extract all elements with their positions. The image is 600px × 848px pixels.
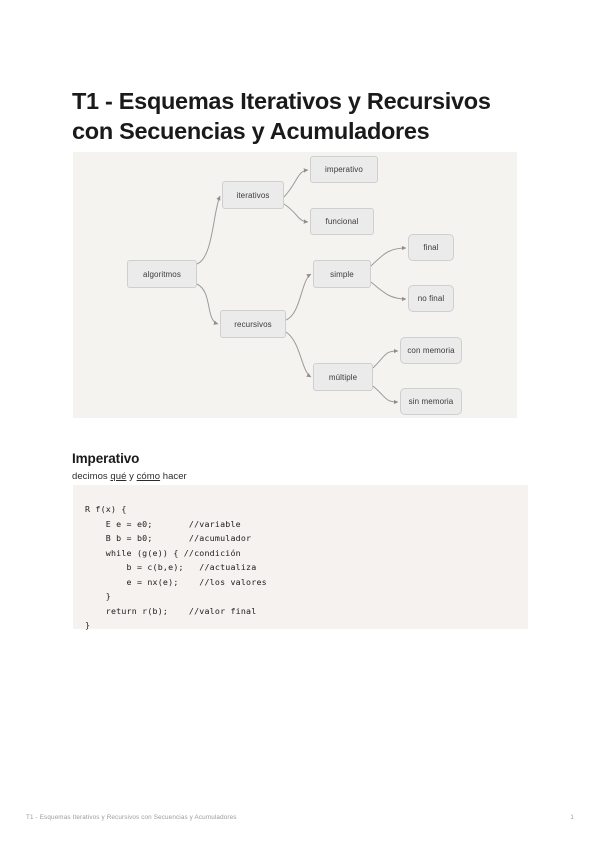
diagram-node-label: imperativo [325, 165, 363, 174]
diagram-node-label: final [423, 243, 439, 252]
paragraph-prefix: decimos [72, 470, 111, 482]
paragraph-mid: y [126, 470, 137, 482]
diagram-node-label: no final [417, 294, 445, 303]
page-footer: T1 - Esquemas Iterativos y Recursivos co… [26, 810, 574, 824]
diagram-node-label: funcional [325, 217, 359, 226]
diagram-node-simple: simple [313, 260, 371, 288]
diagram-node-no-final: no final [408, 285, 454, 312]
algorithm-taxonomy-diagram: algoritmos iterativos recursivos imperat… [73, 152, 517, 418]
diagram-node-label: simple [330, 269, 354, 279]
code-block-imperativo: R f(x) { E e = e0; //variable B b = b0; … [73, 485, 528, 630]
diagram-node-recursivos: recursivos [220, 310, 286, 338]
diagram-node-imperativo: imperativo [310, 156, 378, 183]
section-heading-imperativo: Imperativo [72, 451, 140, 467]
footer-title: T1 - Esquemas Iterativos y Recursivos co… [26, 813, 237, 821]
diagram-node-label: recursivos [234, 319, 272, 329]
diagram-node-iterativos: iterativos [222, 181, 284, 209]
diagram-node-label: múltiple [328, 372, 358, 382]
diagram-node-sin-memoria: sin memoria [400, 388, 462, 415]
diagram-node-label: iterativos [236, 190, 270, 200]
diagram-node-con-memoria: con memoria [400, 337, 462, 364]
diagram-node-algoritmos: algoritmos [127, 260, 197, 288]
paragraph-suffix: hacer [160, 470, 187, 482]
paragraph-emphasis-como: cómo [136, 470, 161, 482]
diagram-node-final: final [408, 234, 454, 261]
section-paragraph: decimos qué y cómo hacer [72, 471, 187, 482]
diagram-edges [196, 168, 407, 405]
footer-page-number: 1 [570, 813, 574, 821]
code-content: R f(x) { E e = e0; //variable B b = b0; … [85, 504, 267, 630]
diagram-node-label: algoritmos [143, 269, 181, 279]
diagram-node-multiple: múltiple [313, 363, 373, 391]
diagram-node-funcional: funcional [310, 208, 374, 235]
page-title: T1 - Esquemas Iterativos y Recursivos co… [72, 87, 491, 144]
diagram-node-label: con memoria [407, 346, 455, 355]
paragraph-emphasis-que: qué [110, 470, 127, 482]
diagram-node-label: sin memoria [408, 397, 454, 406]
